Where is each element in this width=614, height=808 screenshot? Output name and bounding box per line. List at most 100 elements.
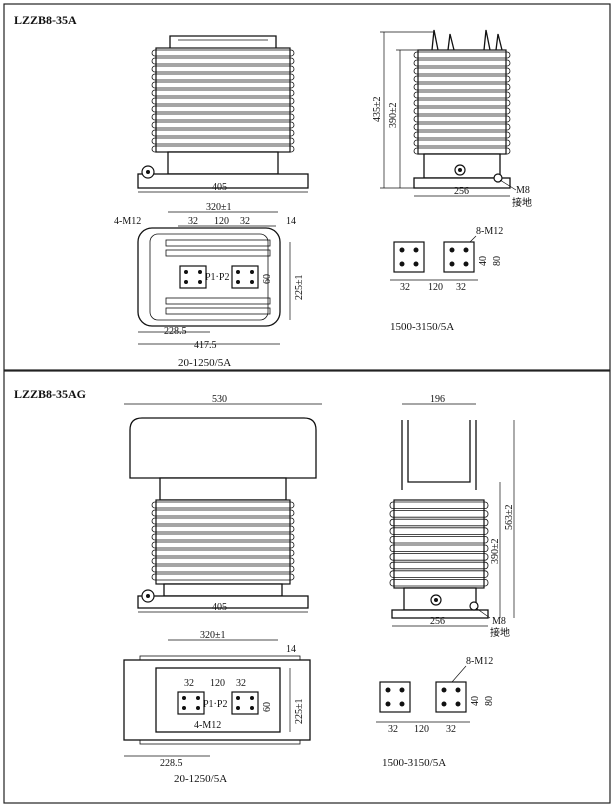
insulator-fin [151, 49, 295, 57]
insulator-fin [413, 107, 511, 115]
panel-a-side-view: 435±2 390±2 256 M8 接地 [372, 29, 532, 209]
term-dim-32a: 32 [400, 282, 410, 293]
insulator-fin [151, 137, 295, 145]
b-term-dim-32b: 32 [446, 724, 456, 735]
insulator-fin [389, 570, 489, 578]
primary-terminal-p1 [179, 265, 207, 289]
insulator-fin [413, 115, 511, 123]
insulator-fin [413, 51, 511, 59]
b-plan-dim-228: 228.5 [160, 758, 183, 769]
panel-b-side-view: 196 390±2 563±2 256 M8 接地 [389, 394, 515, 639]
insulator-fin [413, 99, 511, 107]
ground-text: 接地 [512, 196, 532, 209]
b-plan-top-label: 320±1 [200, 630, 226, 641]
insulator-fin [389, 579, 489, 587]
insulator-fin [151, 97, 295, 105]
insulator-fin [413, 67, 511, 75]
plan-dim-32a: 32 [188, 216, 198, 227]
term-dim-32b: 32 [456, 282, 466, 293]
panel-b-plan-view: 320±1 14 32 120 32 P1·P2 60 4-M12 225±1 … [123, 630, 311, 785]
insulator-fin [389, 561, 489, 570]
insulator-fin [151, 533, 295, 541]
insulator-fin [151, 129, 295, 137]
side-base-label: 256 [454, 186, 469, 197]
b-ground-text: 接地 [490, 626, 510, 639]
insulator-fin [389, 544, 489, 552]
panel-b-front-view: 530 405 [124, 394, 322, 613]
insulator-fin [389, 527, 489, 535]
primary-terminal-p2 [231, 265, 259, 289]
panel-b-terminal-detail: 8-M12 40 80 32 120 32 1500-3150/5A [376, 656, 495, 769]
insulator-fin [413, 59, 511, 67]
b-front-width-label: 405 [212, 602, 227, 613]
insulator-fin [413, 139, 511, 147]
panel-a-plan-view: 320±1 4-M12 32 120 32 14 P1·P2 60 225±1 … [114, 202, 305, 369]
plan-dim-120: 120 [214, 216, 229, 227]
plan-dim-32b: 32 [240, 216, 250, 227]
insulator-fin [151, 525, 295, 533]
insulator-fin [389, 553, 489, 561]
term-dim-40: 40 [478, 256, 489, 266]
p1-p2-label: P1·P2 [205, 272, 229, 283]
insulator-fin [413, 83, 511, 91]
insulator-fin [151, 565, 295, 573]
b-plan-bolt-label: 4-M12 [194, 720, 221, 731]
b-side-h2-label: 390±2 [490, 539, 501, 565]
b-p1-p2-label: P1·P2 [203, 699, 227, 710]
b-term-dim-120: 120 [414, 724, 429, 735]
panel-b-title: LZZB8-35AG [14, 387, 86, 401]
b-plan-dim-14: 14 [286, 644, 296, 655]
b-side-base-label: 256 [430, 616, 445, 627]
plan-225-label: 225±1 [294, 275, 305, 301]
b-plan-dim-32b: 32 [236, 678, 246, 689]
insulator-fin [151, 501, 295, 509]
b-primary-terminal-p1 [177, 691, 205, 715]
side-h2-label: 390±2 [388, 103, 399, 129]
b-term-bolt-label: 8-M12 [466, 656, 493, 667]
term-bolt-label: 8-M12 [476, 226, 503, 237]
insulator-fin [389, 501, 489, 509]
base-plate [137, 173, 309, 189]
b-plan-dim-32a: 32 [184, 678, 194, 689]
insulator-fin [151, 89, 295, 97]
insulator-fin [389, 510, 489, 518]
b-plan-dim-60: 60 [262, 702, 273, 712]
insulator-fin [151, 549, 295, 557]
insulator-fin [151, 517, 295, 525]
insulator-fin [151, 65, 295, 73]
term-dim-120: 120 [428, 282, 443, 293]
insulator-fin [413, 91, 511, 99]
plan-dim-228: 228.5 [164, 326, 187, 337]
b-front-top-label: 530 [212, 394, 227, 405]
insulator-fin [151, 81, 295, 89]
panel-b-border [3, 370, 611, 804]
insulator-body [155, 47, 291, 153]
insulator-fin [151, 57, 295, 65]
ground-bolt-label: M8 [516, 185, 530, 196]
insulator-fin [413, 123, 511, 131]
insulator-fin [151, 121, 295, 129]
insulator-fin [151, 509, 295, 517]
insulator-fin [151, 105, 295, 113]
insulator-fin [151, 541, 295, 549]
insulator-fin [413, 75, 511, 83]
plan-dim-14: 14 [286, 216, 296, 227]
b-primary-terminal-p2 [231, 691, 259, 715]
side-h1-label: 435±2 [372, 97, 383, 123]
b-term-dim-40: 40 [470, 696, 481, 706]
b-term-caption: 1500-3150/5A [382, 757, 446, 769]
plan-dim-60: 60 [262, 274, 273, 284]
insulator-fin [151, 573, 295, 581]
plan-bolt-label: 4-M12 [114, 216, 141, 227]
panel-a-front-view: 405 [137, 35, 309, 193]
insulator-fin [389, 536, 489, 544]
b-side-top-label: 196 [430, 394, 445, 405]
insulator-fin [413, 131, 511, 139]
b-ground-bolt-label: M8 [492, 616, 506, 627]
panel-a-terminal-detail: 8-M12 40 80 32 120 32 1500-3150/5A [390, 226, 503, 333]
panel-a-border [3, 3, 611, 371]
insulator-fin [151, 113, 295, 121]
b-plan-dim-120: 120 [210, 678, 225, 689]
plan-dim-417: 417.5 [194, 340, 217, 351]
